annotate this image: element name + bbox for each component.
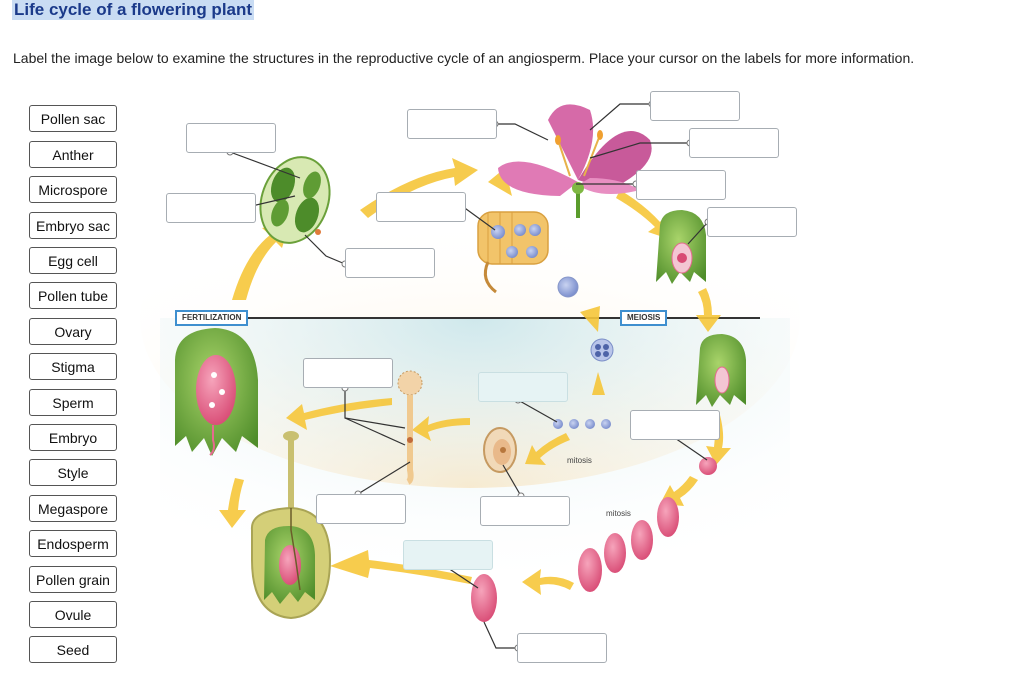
- drop-target-9[interactable]: [707, 207, 797, 237]
- fertilization-tag: FERTILIZATION: [175, 310, 249, 326]
- drop-target-11[interactable]: [478, 372, 568, 402]
- drop-target-13[interactable]: [316, 494, 406, 524]
- megaspore-division-1: [657, 497, 679, 537]
- drop-target-15[interactable]: [403, 540, 493, 570]
- meiosis-tag: MEIOSIS: [620, 310, 668, 326]
- pollen-sac-cluster: [477, 211, 549, 294]
- mitosis-note-megaspore: mitosis: [606, 509, 631, 518]
- lower-region: [160, 318, 790, 640]
- label-anther[interactable]: Anther: [29, 141, 117, 168]
- microspores-row: [553, 419, 611, 429]
- label-stigma[interactable]: Stigma: [29, 353, 117, 380]
- germinating-pollen: [397, 370, 423, 485]
- megaspore-division-2: [631, 520, 653, 560]
- drop-target-16[interactable]: [517, 633, 607, 663]
- label-sperm[interactable]: Sperm: [29, 389, 117, 416]
- label-pollen-tube[interactable]: Pollen tube: [29, 282, 117, 309]
- drop-target-10[interactable]: [303, 358, 393, 388]
- anther-cross-section: [259, 156, 331, 244]
- embryo-sac-cell: [471, 574, 497, 622]
- cycle-arrows: [219, 158, 731, 595]
- drop-target-1[interactable]: [186, 123, 276, 153]
- label-pollen-grain[interactable]: Pollen grain: [29, 566, 117, 593]
- megaspore: [699, 457, 717, 475]
- drop-target-12[interactable]: [630, 410, 720, 440]
- label-megaspore[interactable]: Megaspore: [29, 495, 117, 522]
- megaspore-division-3: [604, 533, 626, 573]
- microspore-mother-cell: [557, 276, 579, 298]
- page-title: Life cycle of a flowering plant: [12, 0, 255, 20]
- microspore-tetrad: [590, 338, 614, 362]
- drop-target-7[interactable]: [689, 128, 779, 158]
- label-seed[interactable]: Seed: [29, 636, 117, 663]
- drop-target-14[interactable]: [480, 496, 570, 526]
- drop-target-5[interactable]: [407, 109, 497, 139]
- drop-target-8[interactable]: [636, 170, 726, 200]
- instructions-text: Label the image below to examine the str…: [13, 50, 915, 66]
- label-ovule[interactable]: Ovule: [29, 601, 117, 628]
- megaspore-division-4: [578, 548, 602, 592]
- mitosis-note-microspore: mitosis: [567, 456, 592, 465]
- flower: [498, 104, 652, 218]
- drop-target-2[interactable]: [166, 193, 256, 223]
- ovule-right-middle: [696, 334, 746, 407]
- label-egg-cell[interactable]: Egg cell: [29, 247, 117, 274]
- drop-target-3[interactable]: [345, 248, 435, 278]
- drop-target-4[interactable]: [376, 192, 466, 222]
- label-embryo-sac[interactable]: Embryo sac: [29, 212, 117, 239]
- label-pollen-sac[interactable]: Pollen sac: [29, 105, 117, 132]
- label-microspore[interactable]: Microspore: [29, 176, 117, 203]
- label-endosperm[interactable]: Endosperm: [29, 530, 117, 557]
- pollen-grain: [483, 427, 517, 473]
- label-embryo[interactable]: Embryo: [29, 424, 117, 451]
- pistil-with-ovary: [250, 431, 332, 620]
- ovule-upper-right: [656, 210, 706, 284]
- label-ovary[interactable]: Ovary: [29, 318, 117, 345]
- label-style[interactable]: Style: [29, 459, 117, 486]
- drop-target-6[interactable]: [650, 91, 740, 121]
- fertilized-ovule: [175, 328, 258, 456]
